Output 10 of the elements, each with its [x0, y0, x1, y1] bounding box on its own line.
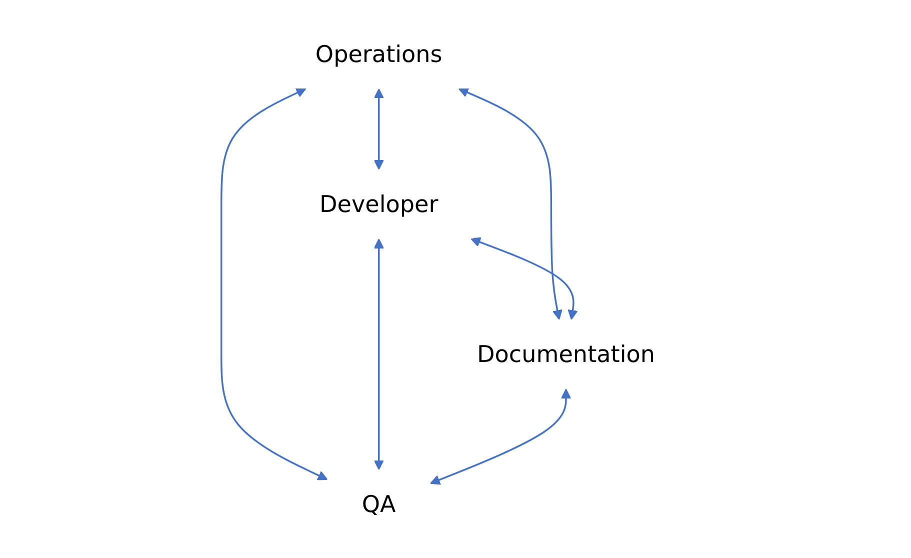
arrow	[470, 237, 578, 320]
node-text: Documentation	[477, 340, 656, 368]
arrow	[374, 238, 384, 470]
node-text: Operations	[315, 40, 442, 68]
node-text: QA	[362, 490, 396, 518]
arrow	[374, 88, 384, 170]
arrow	[458, 88, 562, 320]
arrow	[220, 88, 328, 480]
arrow	[430, 388, 572, 485]
node-text: Developer	[319, 190, 438, 218]
